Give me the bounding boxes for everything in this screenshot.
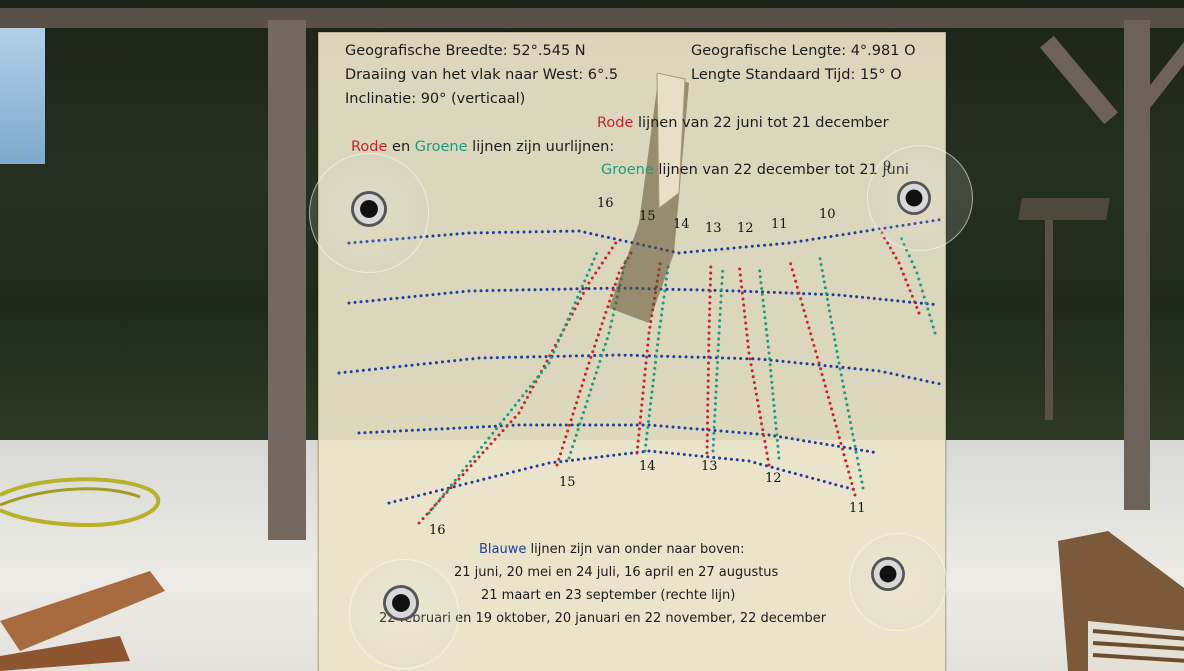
bottom-hour-14: 14	[639, 459, 656, 474]
rotation-label: Draaiing van het vlak naar West: 6°.5	[345, 67, 619, 83]
green-hour-line-2	[643, 265, 670, 453]
bottom-hour-12: 12	[765, 471, 782, 486]
bottom-hour-13: 13	[701, 459, 718, 474]
dates-line-2: 21 maart en 23 september (rechte lijn)	[481, 588, 736, 603]
pergola-top-beam	[0, 8, 1184, 28]
top-hour-13: 13	[705, 221, 722, 236]
blue-line-2	[337, 353, 941, 386]
hour-lines-explanation: Rode en Groene lijnen zijn uurlijnen:	[351, 139, 614, 155]
hour-lines-and: en	[387, 139, 415, 155]
blue-line-4	[387, 449, 855, 505]
standard-time-label: Lengte Standaard Tijd: 15° O	[691, 67, 902, 83]
blue-word: Blauwe	[479, 542, 527, 557]
bottom-hour-16: 16	[429, 523, 446, 538]
bench-left	[0, 571, 165, 671]
top-hour-11: 11	[771, 217, 788, 232]
bottom-hour-15: 15	[559, 475, 576, 490]
green-word: Groene	[601, 162, 654, 178]
top-hour-16: 16	[597, 196, 614, 211]
suction-cup-knob-top-left	[351, 191, 387, 227]
red-word: Rode	[597, 115, 634, 131]
longitude-label: Geografische Lengte: 4°.981 O	[691, 43, 916, 59]
green-hour-line-3	[711, 269, 725, 453]
suction-cup-knob-bottom-right	[871, 557, 905, 591]
bird-feeder-pole	[1045, 220, 1053, 420]
inclination-label: Inclinatie: 90° (verticaal)	[345, 91, 526, 107]
bench-right	[1058, 531, 1184, 671]
bird-feeder-roof	[1018, 198, 1110, 220]
red-period-text: lijnen van 22 juni tot 21 december	[633, 115, 889, 131]
dates-line-3: 22 februari en 19 oktober, 20 januari en…	[379, 611, 827, 626]
green-hour-line-0	[427, 252, 599, 515]
green-period-text: lijnen van 22 december tot 21 juni	[653, 162, 909, 178]
hour-lines-green-word: Groene	[414, 139, 468, 155]
gnomon	[609, 73, 689, 323]
top-hour-12: 12	[737, 221, 754, 236]
red-hour-line-4	[738, 267, 771, 467]
blue-rest-text: lijnen zijn van onder naar boven:	[526, 542, 745, 557]
garden-hose	[0, 477, 160, 528]
bottom-hour-11: 11	[849, 501, 866, 516]
green-lines-period: Groene lijnen van 22 december tot 21 jun…	[601, 162, 909, 178]
suction-cup-knob-bottom-left	[383, 585, 419, 621]
green-hour-line-4	[758, 269, 781, 460]
sky-patch	[0, 14, 45, 164]
top-hour-10: 10	[819, 207, 836, 222]
red-hour-line-3	[705, 265, 713, 455]
top-hour-15: 15	[639, 209, 656, 224]
green-hour-line-6	[900, 237, 937, 335]
blue-line-3	[357, 423, 875, 454]
red-lines-period: Rode lijnen van 22 juni tot 21 december	[597, 115, 889, 131]
suction-cup-knob-top-right	[897, 181, 931, 215]
green-hour-line-5	[818, 257, 865, 490]
pergola-post-left	[268, 20, 306, 540]
hour-lines-red-word: Rode	[351, 139, 388, 155]
top-hour-14: 14	[673, 217, 690, 232]
hour-lines-suffix: lijnen zijn uurlijnen:	[467, 139, 615, 155]
suction-cup-bottom-left	[349, 559, 459, 669]
sundial-panel: Geografische Breedte: 52°.545 N Geografi…	[309, 32, 973, 671]
latitude-label: Geografische Breedte: 52°.545 N	[345, 43, 586, 59]
red-hour-line-5	[789, 262, 857, 497]
dates-line-1: 21 juni, 20 mei en 24 juli, 16 april en …	[454, 565, 779, 580]
blue-lines-explanation: Blauwe lijnen zijn van onder naar boven:	[479, 542, 745, 557]
